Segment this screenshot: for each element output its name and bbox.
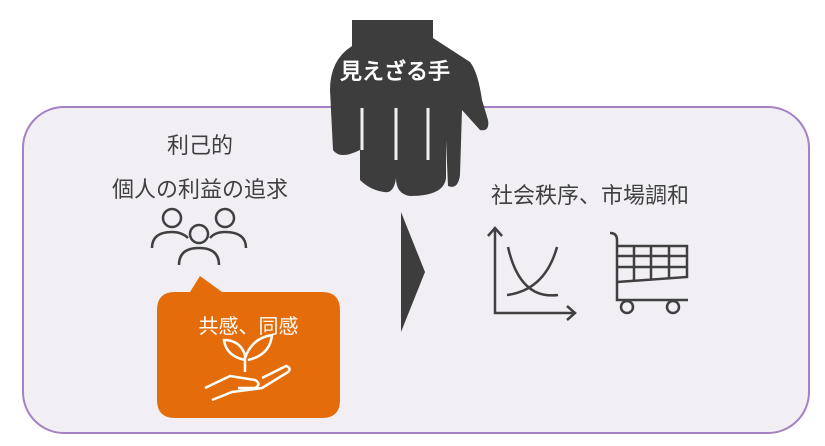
supply-demand-chart-icon bbox=[487, 226, 577, 321]
self-interest-label: 個人の利益の追求 bbox=[111, 178, 288, 203]
sympathy-label: 共感、同感 bbox=[198, 314, 299, 338]
arrow-right-icon bbox=[401, 212, 425, 332]
people-icon bbox=[150, 207, 248, 266]
sympathy-callout bbox=[157, 276, 340, 418]
plant-in-hand-icon bbox=[204, 333, 291, 402]
shopping-cart-icon bbox=[609, 231, 689, 315]
selfish-label: 利己的 bbox=[166, 134, 233, 159]
social-order-label: 社会秩序、市場調和 bbox=[490, 184, 689, 209]
hand-icon bbox=[330, 20, 489, 196]
invisible-hand-label: 見えざる手 bbox=[339, 60, 450, 85]
